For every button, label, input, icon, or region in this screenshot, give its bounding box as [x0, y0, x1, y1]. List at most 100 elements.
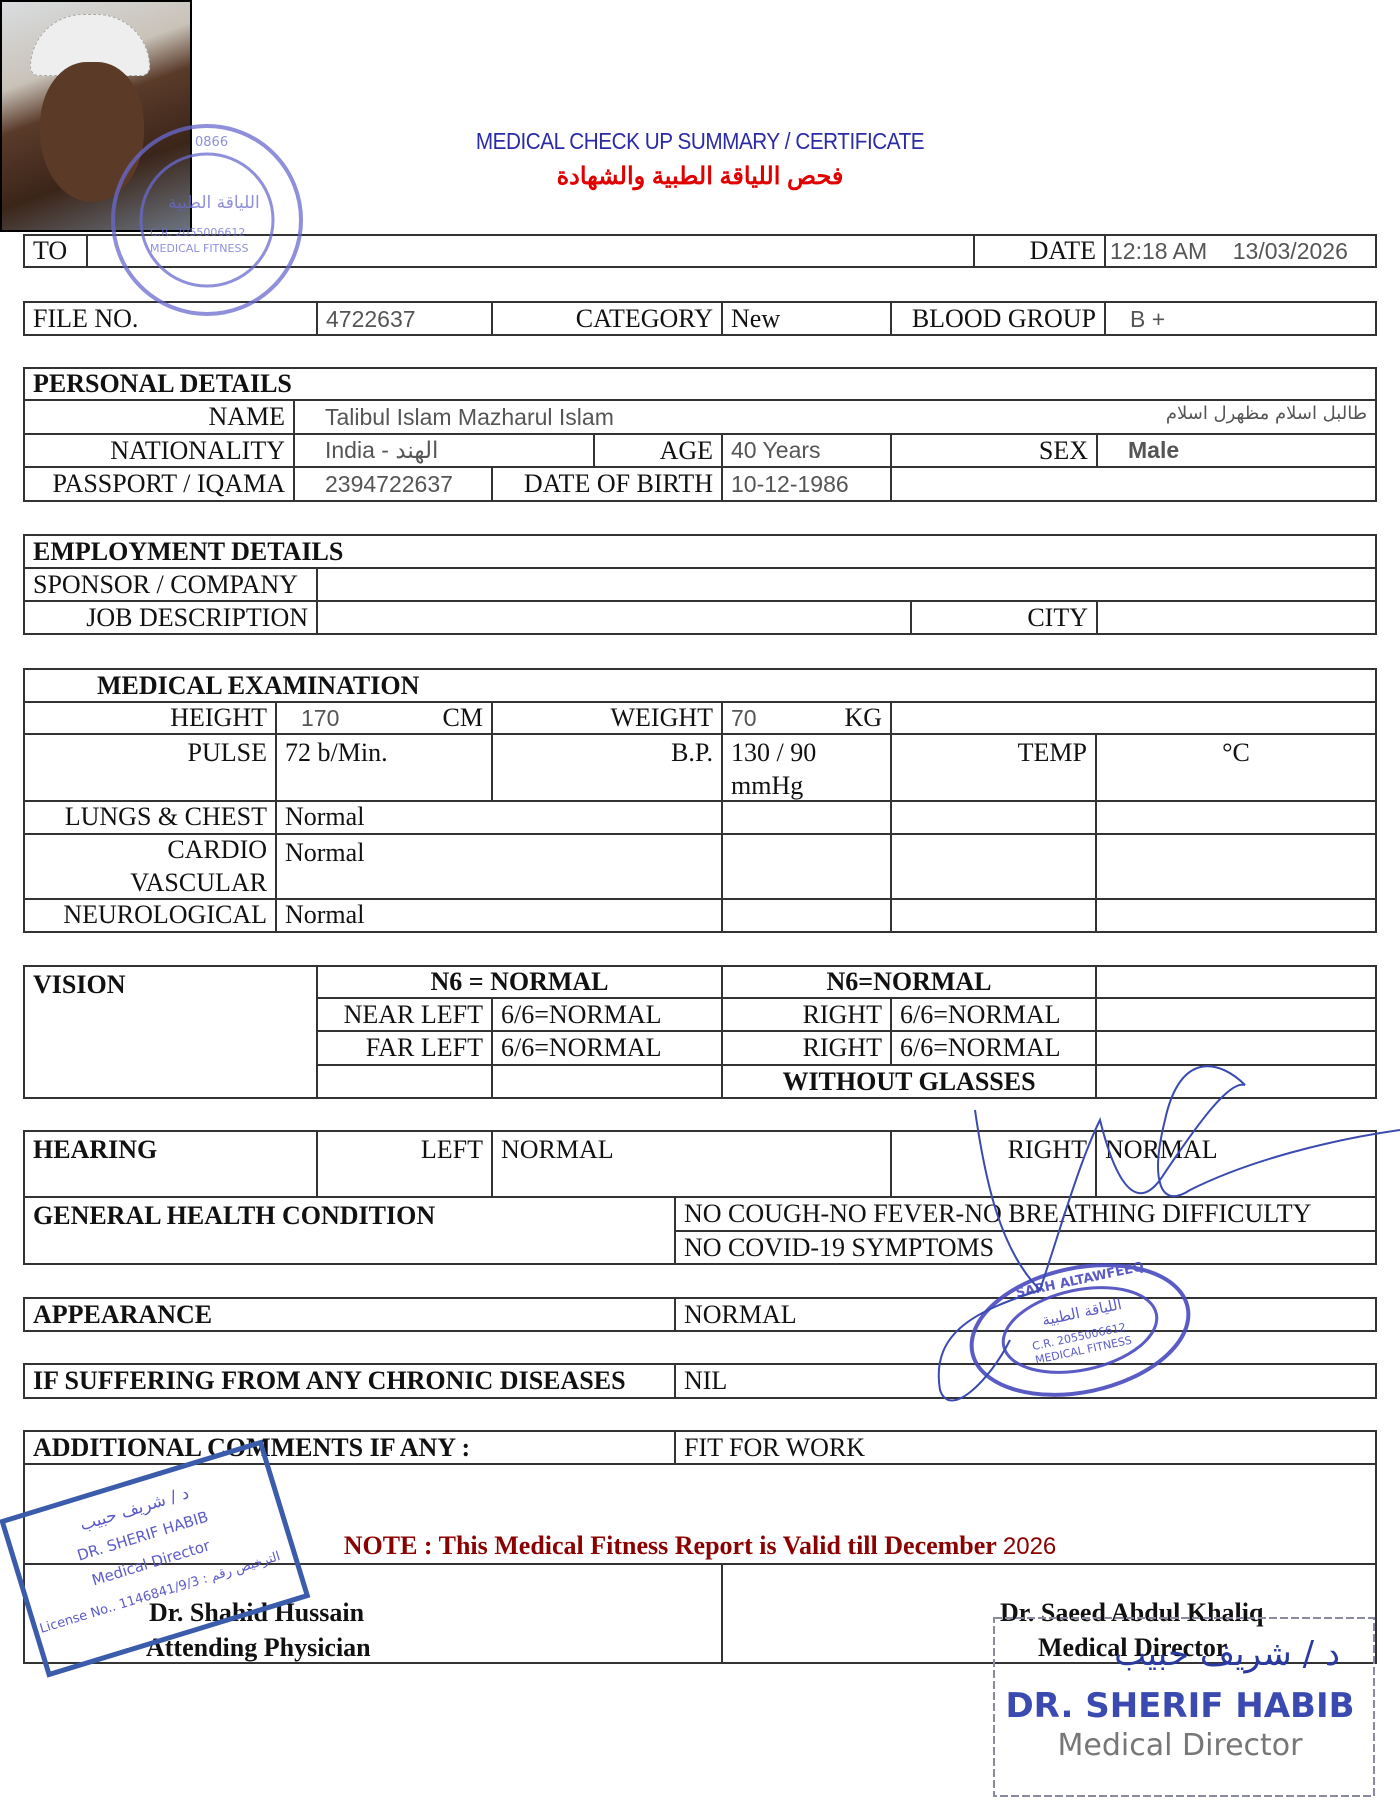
job-label: JOB DESCRIPTION — [23, 600, 318, 635]
general-line1: NO COUGH-NO FEVER-NO BREATHING DIFFICULT… — [674, 1196, 1377, 1232]
passport-value: 2394722637 — [293, 466, 493, 502]
svg-text:SARH ALTAWFEEQ: SARH ALTAWFEEQ — [1015, 1260, 1146, 1302]
name-arabic: طالبل اسلام مظهرل اسلام — [1165, 402, 1368, 424]
sponsor-value — [316, 567, 1377, 602]
empty-cell — [889, 701, 1378, 735]
svg-text:MEDICAL FITNESS: MEDICAL FITNESS — [1034, 1334, 1133, 1367]
sex-label: SEX — [890, 433, 1098, 468]
additional-comments-table: ADDITIONAL COMMENTS IF ANY : FIT FOR WOR… — [22, 1430, 1378, 1664]
weight-number: 70 — [731, 705, 757, 732]
empty-cell — [491, 1064, 723, 1099]
lungs-value: Normal — [275, 799, 723, 835]
age-value: 40 Years — [721, 433, 892, 468]
neuro-value: Normal — [275, 897, 723, 933]
additional-heading: ADDITIONAL COMMENTS IF ANY : — [23, 1430, 676, 1465]
medical-heading: MEDICAL EXAMINATION — [22, 668, 1378, 703]
height-value: 170 CM — [275, 701, 493, 735]
height-label: HEIGHT — [23, 701, 277, 735]
name-label: NAME — [23, 399, 295, 435]
bp-unit: mmHg — [731, 771, 804, 801]
height-number: 170 — [301, 705, 340, 732]
vision-table: VISION N6 = NORMAL N6=NORMAL NEAR LEFT 6… — [23, 965, 1377, 1099]
pulse-value: 72 b/Min. — [275, 733, 493, 802]
empty-cell — [316, 1064, 493, 1099]
general-heading: GENERAL HEALTH CONDITION — [23, 1196, 676, 1265]
chronic-value: NIL — [674, 1363, 1377, 1399]
near-left-value: 6/6=NORMAL — [491, 997, 723, 1032]
left-doctor-title: Attending Physician — [146, 1633, 371, 1662]
near-right-label: RIGHT — [721, 997, 892, 1032]
empty-cell — [721, 897, 892, 933]
far-left-value: 6/6=NORMAL — [491, 1030, 723, 1066]
file-no-value: 4722637 — [316, 301, 493, 336]
sponsor-label: SPONSOR / COMPANY — [23, 567, 318, 602]
neuro-label: NEUROLOGICAL — [23, 897, 277, 933]
age-label: AGE — [593, 433, 723, 468]
weight-unit: KG — [844, 703, 882, 733]
bp-label: B.P. — [491, 733, 723, 802]
file-no-label: FILE NO. — [23, 301, 318, 336]
personal-details-table: PERSONAL DETAILS NAME Talibul Islam Mazh… — [22, 367, 1378, 502]
additional-value: FIT FOR WORK — [673, 1430, 1378, 1465]
empty-cell — [889, 466, 1378, 502]
employment-details-table: EMPLOYMENT DETAILS SPONSOR / COMPANY JOB… — [23, 534, 1377, 635]
employment-heading: EMPLOYMENT DETAILS — [23, 534, 1377, 569]
far-left-label: FAR LEFT — [316, 1030, 493, 1066]
general-health-table: GENERAL HEALTH CONDITION NO COUGH-NO FEV… — [23, 1196, 1377, 1265]
chronic-heading: IF SUFFERING FROM ANY CHRONIC DISEASES — [23, 1363, 676, 1399]
appearance-table: APPEARANCE NORMAL — [23, 1297, 1377, 1332]
svg-text:Medical Director: Medical Director — [1058, 1728, 1304, 1763]
lungs-label: LUNGS & CHEST — [23, 799, 277, 835]
hearing-right-label: RIGHT — [890, 1130, 1097, 1198]
city-value — [1096, 600, 1377, 635]
file-table: FILE NO. 4722637 CATEGORY New BLOOD GROU… — [23, 301, 1377, 336]
empty-cell — [1095, 997, 1377, 1032]
nationality-label: NATIONALITY — [23, 433, 295, 468]
cardio-value: Normal — [275, 832, 723, 900]
empty-cell — [890, 832, 1097, 900]
right-doctor-title: Medical Director — [1038, 1633, 1228, 1662]
svg-text:DR. SHERIF HABIB: DR. SHERIF HABIB — [1005, 1686, 1354, 1726]
empty-cell — [890, 799, 1097, 835]
weight-value: 70 KG — [721, 701, 892, 735]
passport-label: PASSPORT / IQAMA — [23, 466, 295, 502]
to-date-table: TO DATE 12:18 AM 13/03/2026 — [23, 234, 1377, 268]
note-year: 2026 — [1002, 1532, 1057, 1560]
general-line2: NO COVID-19 SYMPTOMS — [674, 1230, 1377, 1265]
category-label: CATEGORY — [491, 301, 723, 336]
far-right-value: 6/6=NORMAL — [890, 1030, 1097, 1066]
applicant-photo — [0, 0, 192, 232]
blood-group-label: BLOOD GROUP — [890, 301, 1106, 336]
category-value: New — [721, 301, 892, 336]
hearing-left-label: LEFT — [316, 1130, 493, 1198]
page-title-arabic: فحص اللياقة الطبية والشهادة — [556, 163, 844, 190]
hearing-left-value: NORMAL — [491, 1130, 892, 1198]
date: 13/03/2026 — [1232, 237, 1348, 264]
hearing-heading: HEARING — [23, 1130, 318, 1198]
without-glasses: WITHOUT GLASSES — [721, 1064, 1097, 1099]
temp-label: TEMP — [890, 733, 1097, 802]
dob-value: 10-12-1986 — [721, 466, 892, 502]
hearing-table: HEARING LEFT NORMAL RIGHT NORMAL — [23, 1130, 1377, 1198]
vision-heading: VISION — [23, 965, 318, 1099]
job-value — [316, 600, 912, 635]
nationality-value: India - الهند — [293, 433, 595, 468]
weight-label: WEIGHT — [491, 701, 723, 735]
height-unit: CM — [442, 703, 483, 733]
city-label: CITY — [910, 600, 1098, 635]
far-right-label: RIGHT — [721, 1030, 892, 1066]
personal-heading: PERSONAL DETAILS — [22, 367, 1378, 401]
name-value: Talibul Islam Mazharul Islam طالبل اسلام … — [292, 399, 1378, 435]
hearing-right-value: NORMAL — [1095, 1130, 1377, 1198]
date-label: DATE — [973, 234, 1106, 268]
name-english: Talibul Islam Mazharul Islam — [325, 403, 614, 430]
chronic-table: IF SUFFERING FROM ANY CHRONIC DISEASES N… — [23, 1363, 1377, 1399]
right-doctor-name: Dr. Saeed Abdul Khaliq — [1000, 1598, 1264, 1627]
near-left-label: NEAR LEFT — [316, 997, 493, 1032]
date-value: 12:18 AM 13/03/2026 — [1104, 234, 1377, 268]
empty-cell — [1094, 799, 1378, 835]
left-doctor-name: Dr. Shahid Hussain — [149, 1598, 365, 1627]
appearance-heading: APPEARANCE — [23, 1297, 676, 1332]
n6-left: N6 = NORMAL — [316, 965, 723, 999]
